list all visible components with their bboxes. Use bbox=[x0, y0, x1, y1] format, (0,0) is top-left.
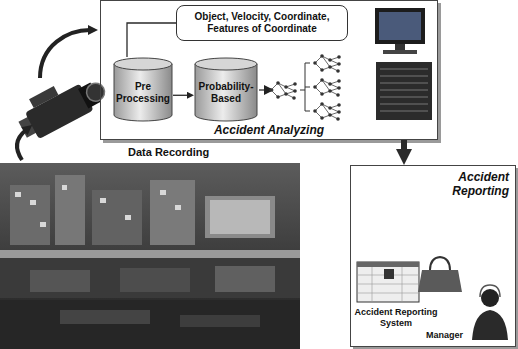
network-graph bbox=[313, 78, 341, 97]
reporting-screen bbox=[357, 284, 419, 285]
control-room-photo bbox=[150, 180, 195, 245]
reporting-screen bbox=[357, 262, 419, 302]
reporting-screen bbox=[357, 293, 419, 294]
server-icon bbox=[380, 83, 428, 84]
node-text: Accident Analyzing bbox=[214, 123, 324, 137]
manager-figure bbox=[472, 310, 508, 340]
reporting-screen bbox=[402, 267, 403, 302]
reporting-screen bbox=[357, 267, 419, 302]
control-room-photo bbox=[60, 310, 150, 324]
node-text: Pre Processing bbox=[115, 81, 171, 105]
server-icon bbox=[380, 69, 428, 111]
bag-icon bbox=[418, 257, 462, 292]
control-room-photo bbox=[125, 215, 131, 220]
server-icon bbox=[380, 97, 428, 98]
reporting-screen bbox=[357, 262, 419, 267]
control-room-photo bbox=[40, 222, 46, 227]
control-room-photo bbox=[30, 200, 36, 205]
computer-icon bbox=[379, 12, 421, 40]
connector-line bbox=[401, 140, 407, 149]
control-room-photo bbox=[62, 185, 67, 190]
node-text: Probability-Based bbox=[196, 81, 256, 105]
control-room-photo bbox=[175, 205, 181, 210]
reporting-screen bbox=[372, 267, 373, 302]
control-room-photo bbox=[10, 185, 50, 245]
flow-arrow bbox=[40, 30, 90, 78]
control-room-photo bbox=[205, 196, 275, 238]
computer-icon bbox=[383, 50, 417, 54]
control-room-photo bbox=[0, 163, 300, 349]
manager-figure bbox=[480, 285, 500, 297]
server-icon bbox=[380, 90, 428, 91]
network-graph bbox=[313, 54, 341, 73]
cylinder-outline bbox=[114, 64, 172, 121]
server-icon bbox=[380, 111, 428, 112]
computer-icon bbox=[375, 8, 425, 54]
database-cylinder: Probability-Based bbox=[194, 57, 258, 123]
network-graph bbox=[259, 54, 341, 121]
reporting-screen bbox=[384, 269, 394, 279]
network-graph bbox=[259, 89, 266, 90]
network-graph bbox=[269, 81, 297, 100]
control-room-photo bbox=[180, 315, 260, 327]
control-room-photo bbox=[15, 185, 181, 227]
flow-arrow bbox=[17, 130, 26, 160]
reporting-screen bbox=[357, 262, 419, 302]
control-room-photo bbox=[0, 300, 300, 349]
cylinder-outline bbox=[195, 58, 257, 70]
control-room-photo bbox=[15, 192, 21, 197]
control-room-photo bbox=[160, 190, 166, 195]
network-graph bbox=[300, 63, 310, 111]
cylinder-outline bbox=[195, 64, 257, 121]
icon-label: Accident Reporting System bbox=[350, 307, 442, 329]
server-icon bbox=[380, 104, 428, 105]
control-room-photo bbox=[120, 268, 190, 292]
panel-ground bbox=[100, 0, 438, 140]
manager-figure bbox=[472, 285, 508, 340]
caption-label: Data Recording bbox=[128, 146, 209, 159]
manager-figure bbox=[481, 289, 499, 307]
server-icon bbox=[376, 62, 432, 120]
node-text: Accident Reporting bbox=[429, 170, 509, 198]
panel-ground bbox=[350, 165, 516, 347]
cylinder-outline bbox=[114, 58, 172, 70]
control-room-photo bbox=[92, 190, 142, 245]
control-room-photo bbox=[0, 258, 300, 298]
control-room-photo bbox=[210, 200, 270, 234]
control-room-photo bbox=[55, 175, 85, 245]
control-room-photo bbox=[0, 163, 300, 349]
control-room-photo bbox=[215, 266, 275, 292]
analysis-panel: Object, Velocity, Coordinate, Features o… bbox=[100, 0, 438, 140]
control-room-photo bbox=[100, 198, 106, 203]
computer-icon bbox=[395, 44, 405, 50]
computer-icon bbox=[375, 8, 425, 44]
server-icon bbox=[380, 69, 428, 70]
flow-arrow bbox=[17, 30, 90, 160]
control-room-photo bbox=[0, 250, 300, 258]
video-camera bbox=[83, 80, 107, 104]
reporting-panel: Accident Reporting bbox=[350, 165, 516, 347]
control-room-photo bbox=[30, 270, 90, 292]
feature-box: Object, Velocity, Coordinate, Features o… bbox=[176, 5, 348, 41]
bag-icon bbox=[418, 270, 462, 292]
connector-line bbox=[173, 95, 187, 96]
network-graph bbox=[313, 102, 341, 121]
node-text: Object, Velocity, Coordinate, Features o… bbox=[183, 11, 341, 35]
database-cylinder: Pre Processing bbox=[113, 57, 173, 123]
icon-label: Manager bbox=[426, 330, 463, 341]
bag-icon bbox=[430, 257, 450, 270]
connector-line bbox=[127, 23, 176, 57]
server-icon bbox=[376, 62, 432, 120]
server-icon bbox=[380, 76, 428, 77]
